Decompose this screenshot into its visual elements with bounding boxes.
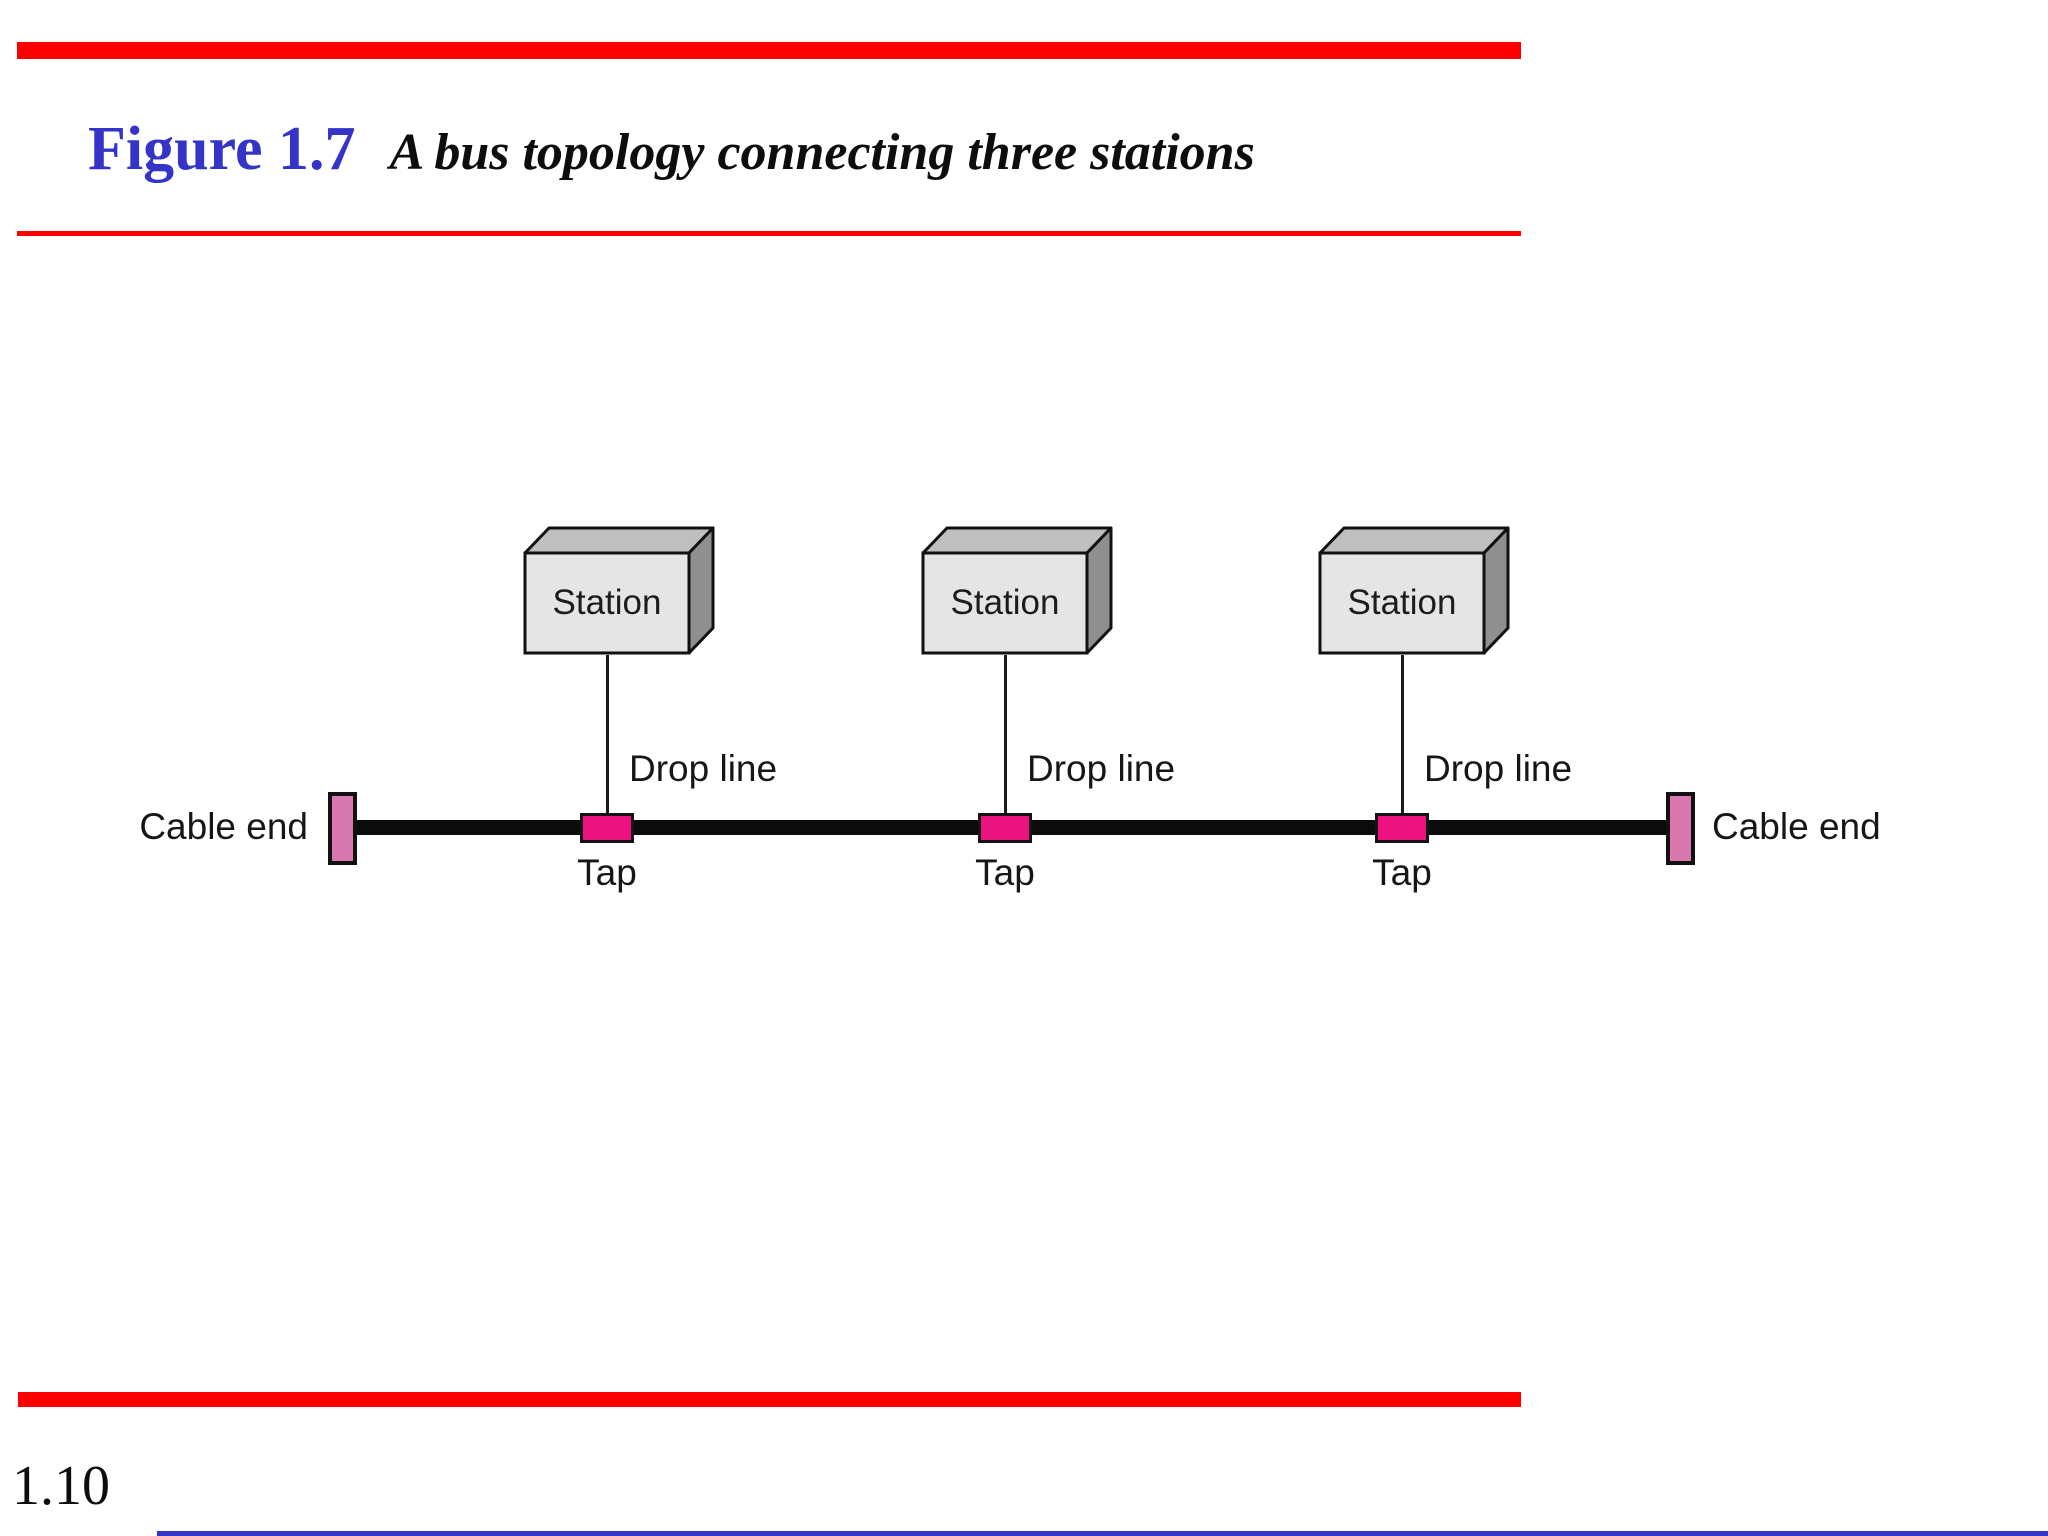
cable-end-label-left: Cable end (139, 806, 308, 847)
station-box-top-face (1318, 526, 1510, 555)
figure-title-row: Figure 1.7 A bus topology connecting thr… (88, 118, 1255, 180)
bottom-red-bar (18, 1392, 1521, 1407)
figure-number: Figure 1.7 (88, 115, 356, 183)
tap-connector-3 (1375, 813, 1429, 843)
figure-caption: A bus topology connecting three stations (389, 124, 1255, 181)
tap-label-3: Tap (1372, 852, 1432, 893)
station-box-front-face (1318, 551, 1486, 655)
station-node-1: Station (523, 524, 716, 656)
station-label-2: Station (950, 583, 1060, 622)
station-box-top-face (523, 526, 715, 555)
cable-end-label-right: Cable end (1712, 806, 1881, 847)
station-node-2: Station (921, 524, 1114, 656)
drop-line-2 (1004, 655, 1007, 820)
station-box-top-face (921, 526, 1113, 555)
station-label-3: Station (1347, 583, 1457, 622)
station-box-front-face (523, 551, 691, 655)
station-box-graphic (921, 526, 1113, 655)
drop-line-1 (606, 655, 609, 820)
title-underline-rule (17, 231, 1521, 236)
station-node-3: Station (1318, 524, 1511, 656)
station-box-front-face (921, 551, 1089, 655)
top-red-bar (17, 42, 1521, 59)
tap-connector-2 (978, 813, 1032, 843)
drop-line-label-3: Drop line (1424, 748, 1573, 789)
station-box-graphic (1318, 526, 1510, 655)
tap-label-1: Tap (577, 852, 637, 893)
drop-line-label-1: Drop line (629, 748, 778, 789)
cable-end-terminator-right (1666, 792, 1695, 865)
cable-end-terminator-left (328, 792, 357, 865)
bottom-blue-line (157, 1531, 2048, 1536)
tap-connector-1 (580, 813, 634, 843)
tap-label-2: Tap (975, 852, 1035, 893)
drop-line-label-2: Drop line (1027, 748, 1176, 789)
station-box-graphic (523, 526, 715, 655)
station-label-1: Station (552, 583, 662, 622)
page-number: 1.10 (12, 1455, 110, 1517)
drop-line-3 (1401, 655, 1404, 820)
